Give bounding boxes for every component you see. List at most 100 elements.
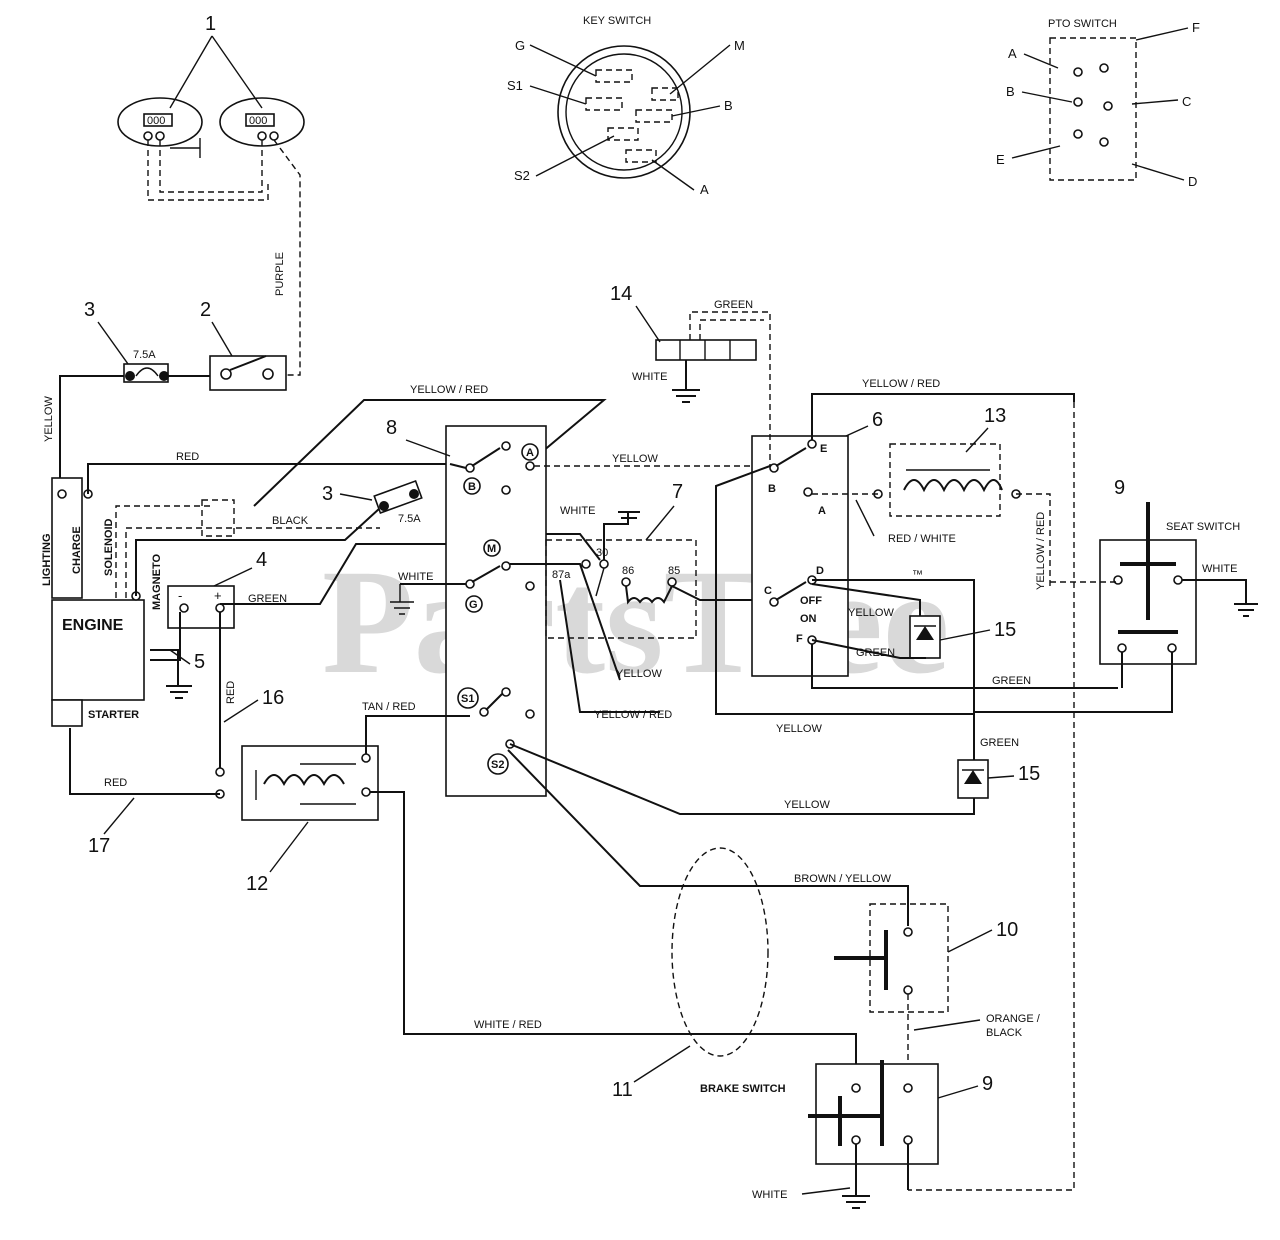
key-switch-body bbox=[557, 45, 691, 179]
callout-4: 4 bbox=[256, 549, 267, 571]
wire-red-17-label: RED bbox=[104, 777, 127, 789]
seat-switch: SEAT SWITCH bbox=[1099, 502, 1240, 665]
callout-13: 13 bbox=[984, 405, 1006, 427]
wire-white-red bbox=[370, 791, 857, 1084]
wire-white-relay bbox=[603, 511, 640, 560]
wire-yellow-s2 bbox=[509, 743, 975, 815]
wire-yellow-diode-label: YELLOW bbox=[848, 607, 894, 619]
wire-white-relay-label: WHITE bbox=[560, 505, 595, 517]
pto-block-off: OFF bbox=[800, 595, 822, 607]
starter-label: STARTER bbox=[88, 709, 139, 721]
pto-switch-title: PTO SWITCH bbox=[1048, 18, 1117, 30]
pto-switch-detail: PTO SWITCH A B E F C D bbox=[996, 18, 1200, 189]
watermark: PartsTree bbox=[322, 539, 949, 705]
wire-red-top bbox=[87, 463, 450, 494]
fuse-mid: 7.5A bbox=[373, 479, 423, 525]
callout-5: 5 bbox=[194, 651, 205, 673]
wire-yellow-relay-label: YELLOW bbox=[616, 668, 662, 680]
wire-yellow-s2-label: YELLOW bbox=[784, 799, 830, 811]
wire-white-seat: WHITE bbox=[1202, 563, 1237, 575]
wire-green-bridge-label: GREEN bbox=[248, 593, 287, 605]
wire-white-14: WHITE bbox=[632, 371, 667, 383]
wire-red-17 bbox=[69, 728, 220, 795]
switch-10 bbox=[834, 903, 949, 1013]
callout-9-seat: 9 bbox=[1114, 477, 1125, 499]
wire-green-diode bbox=[811, 639, 926, 659]
wire-yellow-lower bbox=[715, 465, 974, 715]
pto-switch-c: C bbox=[1182, 94, 1191, 109]
wire-brown-yellow bbox=[507, 749, 909, 926]
callout-1-leader bbox=[169, 35, 263, 109]
wire-white-brake bbox=[842, 1144, 870, 1209]
key-block-s1: S1 bbox=[461, 693, 474, 705]
wire-red-16-label: RED bbox=[225, 681, 237, 704]
engine-block bbox=[51, 599, 145, 701]
solenoid-12 bbox=[215, 745, 379, 821]
callout-8: 8 bbox=[386, 417, 397, 439]
key-block-a: A bbox=[526, 447, 534, 459]
callout-10: 10 bbox=[996, 919, 1018, 941]
relay-pin-30: 30 bbox=[596, 547, 608, 559]
wire-red-top-label: RED bbox=[176, 451, 199, 463]
key-switch-a: A bbox=[700, 182, 709, 197]
engine-lead-lighting: LIGHTING bbox=[41, 533, 53, 586]
callout-11: 11 bbox=[612, 1079, 633, 1101]
hour-meter-13 bbox=[873, 443, 1021, 517]
wire-yellow-left-label: YELLOW bbox=[43, 396, 55, 442]
fuse-mid-rating: 7.5A bbox=[398, 513, 421, 525]
connector-solenoid bbox=[201, 499, 235, 537]
wire-red-white: RED / WHITE bbox=[888, 533, 956, 545]
relay-pin-86: 86 bbox=[622, 565, 634, 577]
wire-brown-yellow-label: BROWN / YELLOW bbox=[794, 873, 892, 885]
seat-switch-label: SEAT SWITCH bbox=[1166, 521, 1240, 533]
pto-switch-d: D bbox=[1188, 174, 1197, 189]
diode-bridge: - + bbox=[150, 585, 235, 699]
diode-bridge-plus: + bbox=[214, 588, 222, 603]
engine-lead-solenoid: SOLENOID bbox=[103, 518, 115, 576]
key-switch-title: KEY SWITCH bbox=[583, 15, 651, 27]
wire-black-label: BLACK bbox=[272, 515, 309, 527]
wire-yellow-diode bbox=[811, 583, 921, 616]
watermark-tm: ™ bbox=[912, 569, 923, 581]
key-block-m: M bbox=[487, 543, 496, 555]
diode-15-upper bbox=[909, 615, 941, 659]
wire-yellow-red-top bbox=[253, 399, 607, 507]
wire-green-seat-label: GREEN bbox=[992, 675, 1031, 687]
pto-block-b: B bbox=[768, 483, 776, 495]
callout-14: 14 bbox=[610, 283, 632, 305]
callout-3-mid: 3 bbox=[322, 483, 333, 505]
diode-bridge-minus: - bbox=[178, 588, 182, 603]
pto-block: E B A D C OFF ON F bbox=[751, 435, 849, 677]
engine-lead-magneto: MAGNETO bbox=[151, 554, 163, 610]
pto-block-f: F bbox=[796, 633, 803, 645]
wire-green-14: GREEN bbox=[714, 299, 753, 311]
light-switch bbox=[209, 355, 287, 391]
wire-yellow-lower-label: YELLOW bbox=[776, 723, 822, 735]
diode-15-lower bbox=[957, 759, 989, 799]
harness-11 bbox=[671, 847, 769, 1057]
wire-yellow-mid-label: YELLOW bbox=[612, 453, 658, 465]
callout-17: 17 bbox=[88, 835, 110, 857]
callout-9-brake: 9 bbox=[982, 1073, 993, 1095]
key-switch-m: M bbox=[734, 38, 745, 53]
pto-block-e: E bbox=[820, 443, 827, 455]
pto-switch-a: A bbox=[1008, 46, 1017, 61]
wire-tan-red-label: TAN / RED bbox=[362, 701, 416, 713]
wire-green-seat bbox=[811, 644, 1118, 689]
wire-yellow-red-top-label: YELLOW / RED bbox=[410, 384, 488, 396]
pto-block-d: D bbox=[816, 565, 824, 577]
wire-yellow-red-pto bbox=[811, 393, 1075, 440]
wire-white-key-label: WHITE bbox=[398, 571, 433, 583]
wire-white-red-label: WHITE / RED bbox=[474, 1019, 542, 1031]
wire-tan-red bbox=[365, 715, 470, 754]
key-switch-detail: KEY SWITCH G M S1 B S2 A bbox=[507, 15, 745, 197]
wire-purple: PURPLE bbox=[274, 252, 286, 296]
pto-block-c: C bbox=[764, 585, 772, 597]
headlight-right-code: 000 bbox=[249, 115, 267, 127]
wire-orange-black-1: ORANGE / bbox=[986, 1013, 1041, 1025]
engine: ENGINE STARTER LIGHTING CHARGE SOLENOID … bbox=[41, 477, 163, 727]
wire-yellow-red-pto-label: YELLOW / RED bbox=[862, 378, 940, 390]
key-block-g: G bbox=[469, 599, 478, 611]
fuse-top-rating: 7.5A bbox=[133, 349, 156, 361]
